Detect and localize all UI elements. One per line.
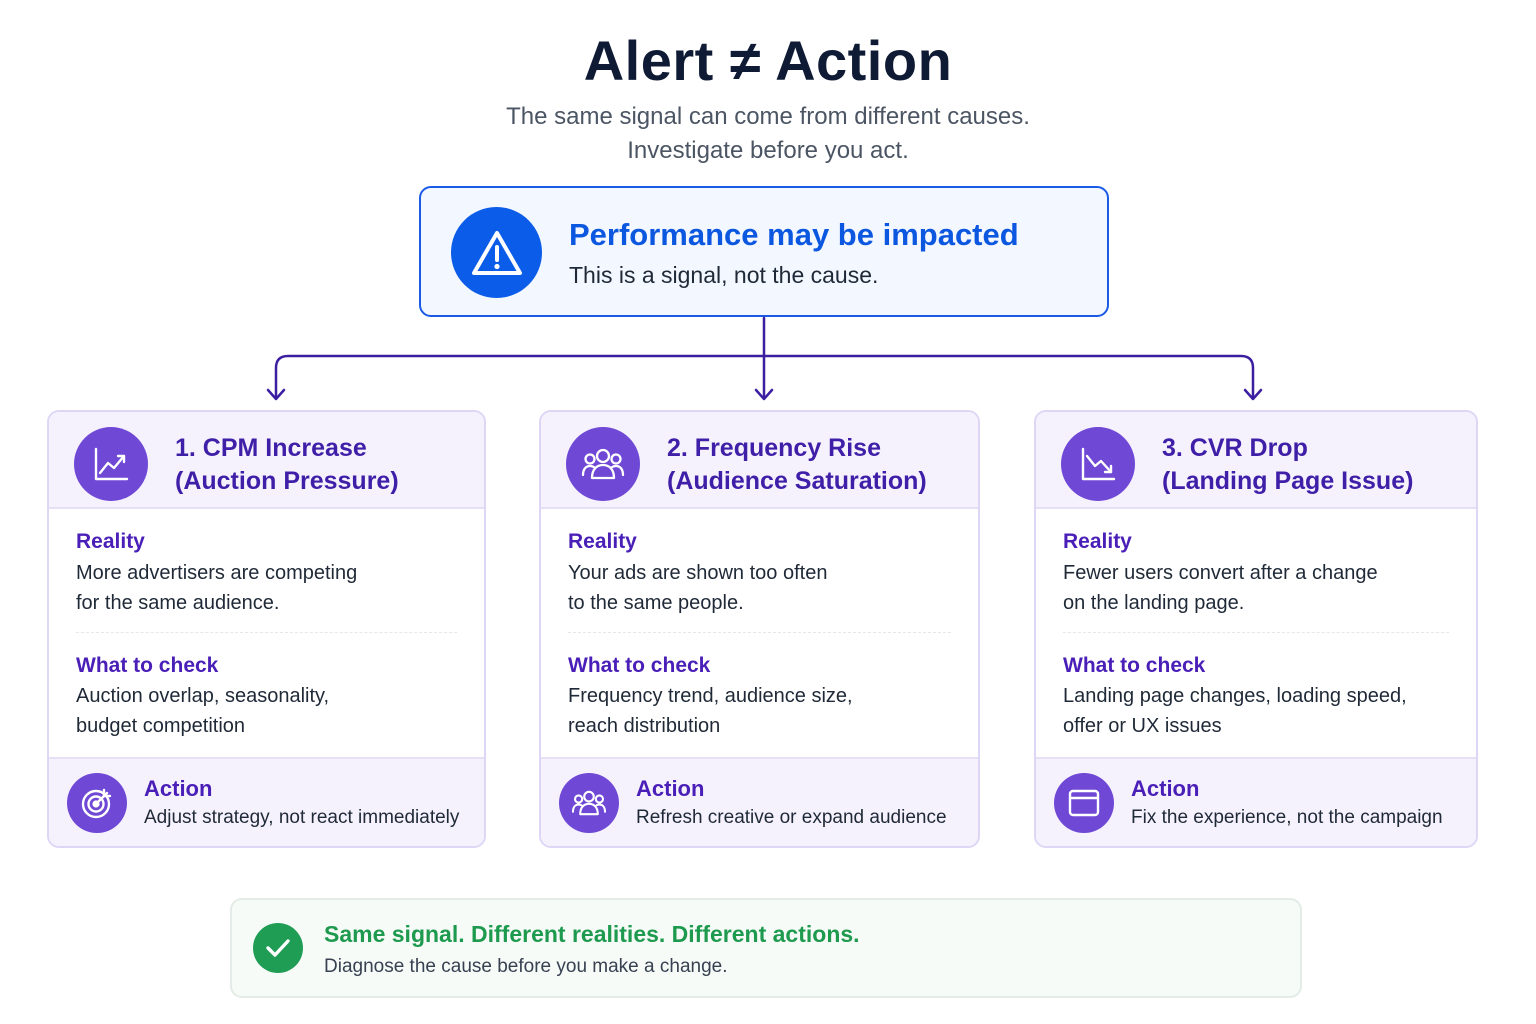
reality-label: Reality bbox=[1063, 530, 1132, 553]
cause-card-cpm: 1. CPM Increase (Auction Pressure) Reali… bbox=[47, 410, 486, 848]
action-text: Adjust strategy, not react immediately bbox=[144, 807, 460, 828]
page-subtitle-line2: Investigate before you act. bbox=[627, 137, 909, 164]
checkmark-icon bbox=[253, 923, 303, 973]
page-title: Alert ≠ Action bbox=[583, 29, 953, 92]
action-text: Refresh creative or expand audience bbox=[636, 807, 947, 828]
page-subtitle-line1: The same signal can come from different … bbox=[506, 103, 1030, 130]
arrowhead-right bbox=[1243, 388, 1263, 401]
alert-subtitle: This is a signal, not the cause. bbox=[569, 262, 879, 288]
reality-text: More advertisers are competing for the s… bbox=[76, 562, 358, 614]
action-label: Action bbox=[1131, 776, 1200, 801]
reality-label: Reality bbox=[76, 530, 145, 553]
action-text: Fix the experience, not the campaign bbox=[1131, 807, 1443, 828]
target-icon bbox=[67, 773, 127, 833]
check-label: What to check bbox=[1063, 654, 1206, 677]
check-label: What to check bbox=[76, 654, 219, 677]
reality-label: Reality bbox=[568, 530, 637, 553]
cause-card-cvr: 3. CVR Drop (Landing Page Issue) Reality… bbox=[1034, 410, 1478, 848]
reality-text: Your ads are shown too often to the same… bbox=[568, 562, 828, 614]
warning-triangle-icon bbox=[451, 207, 542, 298]
arrowhead-left bbox=[266, 388, 286, 401]
connector-arrows bbox=[266, 316, 1263, 401]
section-divider bbox=[568, 632, 951, 633]
browser-window-icon bbox=[1054, 773, 1114, 833]
users-group-icon bbox=[559, 773, 619, 833]
arrowhead-center bbox=[754, 388, 774, 401]
trend-down-chart-icon bbox=[1061, 427, 1135, 501]
summary-subtitle: Diagnose the cause before you make a cha… bbox=[324, 956, 728, 977]
summary-box: Same signal. Different realities. Differ… bbox=[230, 898, 1302, 998]
reality-text: Fewer users convert after a change on th… bbox=[1063, 562, 1378, 614]
check-text: Frequency trend, audience size, reach di… bbox=[568, 685, 853, 737]
check-text: Auction overlap, seasonality, budget com… bbox=[76, 685, 330, 737]
summary-title: Same signal. Different realities. Differ… bbox=[324, 921, 860, 947]
alert-title: Performance may be impacted bbox=[569, 217, 1019, 252]
check-text: Landing page changes, loading speed, off… bbox=[1063, 685, 1407, 737]
section-divider bbox=[76, 632, 457, 633]
connector-left bbox=[274, 354, 766, 400]
card-header: 2. Frequency Rise (Audience Saturation) bbox=[541, 412, 978, 509]
card-action-footer: Action Adjust strategy, not react immedi… bbox=[49, 757, 484, 846]
alert-box: Performance may be impacted This is a si… bbox=[419, 186, 1109, 317]
users-group-icon bbox=[566, 427, 640, 501]
card-header: 3. CVR Drop (Landing Page Issue) bbox=[1036, 412, 1476, 509]
trend-up-chart-icon bbox=[74, 427, 148, 501]
action-label: Action bbox=[636, 776, 705, 801]
card-title: 3. CVR Drop (Landing Page Issue) bbox=[1162, 434, 1414, 495]
check-label: What to check bbox=[568, 654, 711, 677]
cause-card-frequency: 2. Frequency Rise (Audience Saturation) … bbox=[539, 410, 980, 848]
card-action-footer: Action Refresh creative or expand audien… bbox=[541, 757, 978, 846]
card-header: 1. CPM Increase (Auction Pressure) bbox=[49, 412, 484, 509]
card-title: 1. CPM Increase (Auction Pressure) bbox=[175, 434, 399, 495]
action-label: Action bbox=[144, 776, 213, 801]
connector-right bbox=[762, 354, 1255, 400]
card-title: 2. Frequency Rise (Audience Saturation) bbox=[667, 434, 927, 495]
card-action-footer: Action Fix the experience, not the campa… bbox=[1036, 757, 1476, 846]
section-divider bbox=[1063, 632, 1449, 633]
